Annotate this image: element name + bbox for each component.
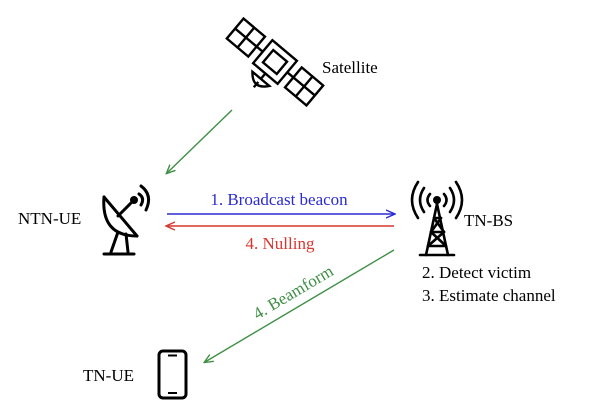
satellite-dish-icon (102, 184, 151, 256)
beamform-arrow (205, 249, 395, 362)
satellite-label: Satellite (322, 58, 378, 77)
satellite-to-ntn-ue-arrow (167, 109, 233, 173)
smartphone-icon (157, 349, 188, 400)
broadcast-beacon-label: 1. Broadcast beacon (210, 190, 348, 209)
satellite-icon (225, 16, 325, 108)
step-detect-victim: 2. Detect victim (422, 263, 531, 282)
cell-tower-icon (410, 180, 464, 257)
tn-ue-label: TN-UE (83, 366, 134, 385)
nulling-label: 4. Nulling (246, 234, 315, 253)
step-estimate-channel: 3. Estimate channel (422, 286, 556, 305)
tn-bs-label: TN-BS (464, 211, 513, 230)
ntn-ue-label: NTN-UE (18, 209, 81, 228)
